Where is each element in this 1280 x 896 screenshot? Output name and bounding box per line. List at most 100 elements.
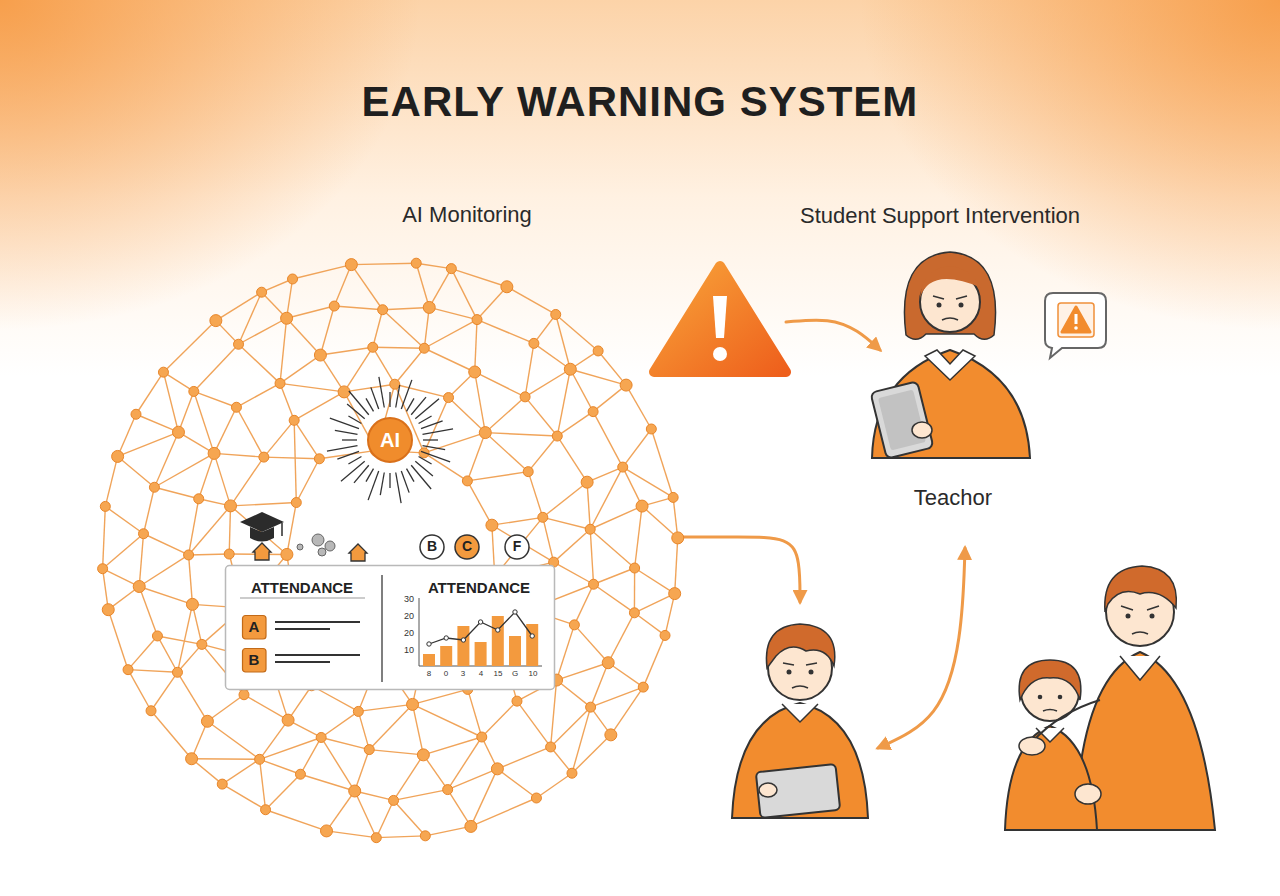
warning-triangle [654,266,786,372]
mesh-node [390,379,400,389]
mesh-node [636,500,648,512]
mesh-line [178,391,193,432]
mesh-line [151,711,192,759]
mesh-line [222,784,265,810]
mesh-line [139,587,157,636]
mesh-node [172,426,184,438]
mesh-node [353,706,363,716]
mesh-node [295,769,305,779]
mesh-node [189,386,199,396]
teacher-drawing [925,350,975,380]
status-icons [250,527,274,542]
mesh-node [316,732,326,742]
mesh-line [543,482,587,517]
mesh-line [189,499,199,555]
mesh-node [491,763,503,775]
teacher-drawing [937,303,942,308]
mesh-node [371,833,381,843]
mesh-node [224,549,234,559]
parent-child-figure [1120,656,1160,680]
mesh-line [280,318,287,383]
ai-ray [422,429,453,434]
mesh-node [102,604,114,616]
mesh-line [383,307,430,309]
mesh-node [139,529,149,539]
mesh-line [497,747,550,769]
mesh-line [634,613,665,636]
mesh-node [123,665,133,675]
mesh-line [635,568,675,594]
mesh-line [587,482,590,529]
mesh-line [177,604,192,672]
mesh-line [189,506,231,555]
mesh-line [634,594,674,613]
mesh-line [448,790,471,827]
grade-box: B [242,648,267,673]
mesh-line [334,306,382,310]
mesh-node [281,312,293,324]
teacher-drawing [959,303,964,308]
mesh-node [585,524,595,534]
mesh-line [266,810,327,831]
mesh-line [373,347,395,384]
mesh-node [423,301,435,313]
student-figure [766,624,834,668]
ai-ray [366,398,374,411]
mesh-line [194,391,214,453]
mesh-line [413,704,424,754]
grade-circle: C [454,534,480,560]
mesh-line [536,773,572,798]
mesh-line [557,625,575,680]
warning-triangle [713,296,727,338]
network-circle-outline [100,260,680,840]
mesh-line [424,453,467,481]
mesh-line [222,759,259,784]
mesh-line [643,635,665,687]
mesh-line [611,687,643,735]
mesh-line [105,456,117,506]
teacher-drawing [933,296,967,299]
mesh-node [364,745,374,755]
mesh-line [260,759,266,809]
mesh-line [103,506,106,568]
chart-point [461,638,465,642]
mesh-node [257,287,267,297]
ai-ray [419,457,432,465]
row-line [275,628,330,630]
mesh-node [149,482,159,492]
mesh-line [260,759,301,774]
parent-child-figure [1019,660,1081,700]
teacher-figure-outline [860,245,1050,520]
mesh-line [154,453,214,487]
speech-bubble [1062,307,1090,332]
mesh-node [378,305,388,315]
mesh-line [556,314,598,350]
mesh-line [424,320,477,349]
dashboard-content [419,598,420,666]
flow-arrow [786,320,880,350]
row-line [275,661,330,663]
grade-letter: B [249,652,260,669]
mesh-line [369,704,412,749]
mesh-line [231,503,297,506]
mesh-node [620,379,632,391]
mesh-line [144,487,155,534]
mesh-node [630,563,640,573]
teacher-drawing [942,318,958,320]
warning-triangle [713,347,727,361]
mesh-line [468,689,482,737]
mesh-node [420,831,430,841]
teacher-drawing [904,252,995,339]
grade-box: A [242,615,267,640]
mesh-node [255,754,265,764]
grade-letter: A [249,619,260,636]
teacher-drawing [870,381,933,459]
mesh-line [373,310,383,348]
flow-arrow [676,537,800,602]
mesh-line [425,826,471,835]
mesh-node [329,301,339,311]
mesh-line [260,720,288,759]
mesh-line [497,769,536,798]
mesh-node [581,476,593,488]
row-line [275,621,360,623]
